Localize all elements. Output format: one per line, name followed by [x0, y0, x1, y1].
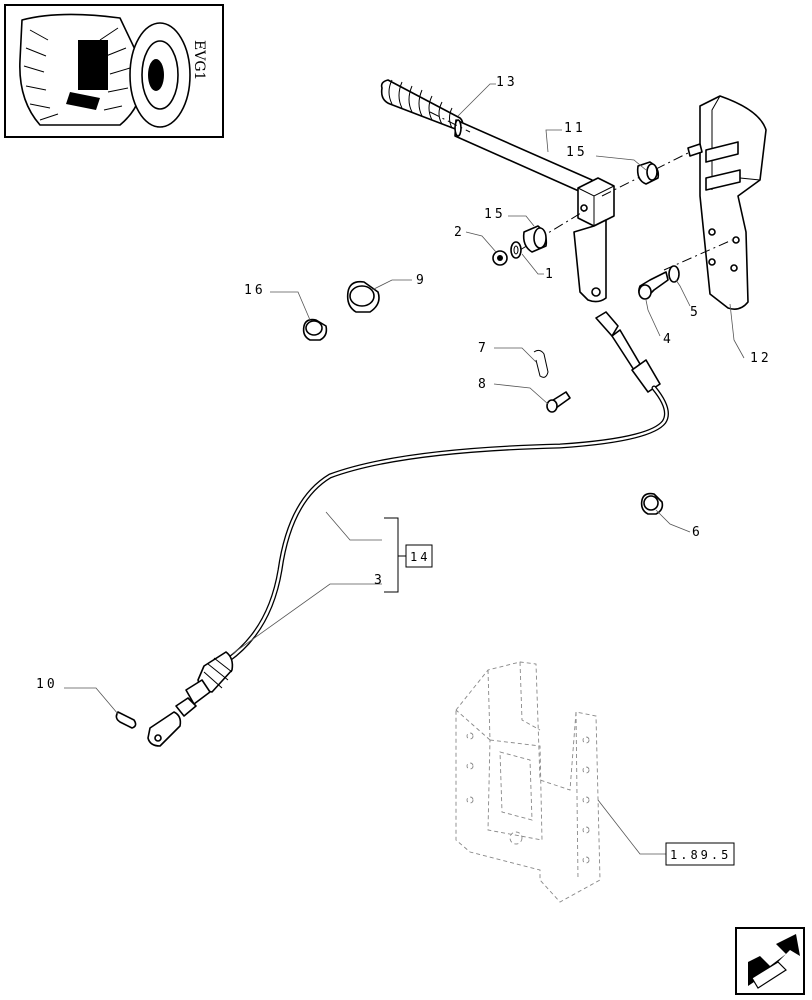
- mounting-bracket[interactable]: [687, 95, 767, 310]
- washer-1[interactable]: [510, 241, 522, 259]
- callout-11[interactable]: 11: [564, 121, 586, 136]
- page-reference-label: 1.89.5: [670, 848, 731, 862]
- callout-15-lower[interactable]: 15: [484, 207, 506, 222]
- pin-10[interactable]: [115, 711, 137, 729]
- callout-7[interactable]: 7: [478, 341, 489, 356]
- bushing-6[interactable]: [640, 492, 664, 515]
- tractor-thumbnail[interactable]: EVG1: [4, 4, 224, 138]
- next-page-button[interactable]: [735, 927, 805, 995]
- callout-9[interactable]: 9: [416, 273, 427, 288]
- spacer-15-lower[interactable]: [522, 225, 548, 253]
- callout-3[interactable]: 3: [374, 573, 385, 588]
- callout-6[interactable]: 6: [692, 525, 703, 540]
- next-page-arrow-icon: [748, 934, 800, 989]
- group-bracket: [384, 517, 406, 593]
- page-reference-link[interactable]: 1.89.5: [665, 842, 735, 866]
- lever-assembly: [380, 79, 767, 310]
- reference-box-14[interactable]: 14: [405, 544, 433, 568]
- spacer-9[interactable]: [346, 280, 380, 313]
- callout-13[interactable]: 13: [496, 75, 518, 90]
- lever-rod[interactable]: [454, 119, 615, 303]
- callout-16[interactable]: 16: [244, 283, 266, 298]
- callout-8[interactable]: 8: [478, 377, 489, 392]
- leader-lines: [64, 83, 745, 855]
- pin-8[interactable]: [546, 391, 571, 413]
- bolt-4[interactable]: [638, 271, 669, 300]
- callout-15-upper[interactable]: 15: [566, 145, 588, 160]
- reference-14-label: 14: [410, 550, 430, 564]
- nut-2[interactable]: [492, 250, 508, 266]
- callout-1[interactable]: 1: [545, 267, 556, 282]
- callout-10[interactable]: 10: [36, 677, 58, 692]
- washer-5[interactable]: [668, 265, 680, 283]
- callout-2[interactable]: 2: [454, 225, 465, 240]
- callout-4[interactable]: 4: [663, 332, 674, 347]
- ghosted-mounting-plate: [455, 661, 601, 903]
- tractor-rear-thumbnail-icon: [19, 13, 191, 128]
- callout-5[interactable]: 5: [690, 305, 701, 320]
- callout-12[interactable]: 12: [750, 351, 772, 366]
- clip-7[interactable]: [533, 349, 549, 378]
- thumbnail-label: EVG1: [191, 40, 207, 80]
- control-cable[interactable]: [147, 311, 669, 747]
- bushing-16[interactable]: [302, 318, 328, 341]
